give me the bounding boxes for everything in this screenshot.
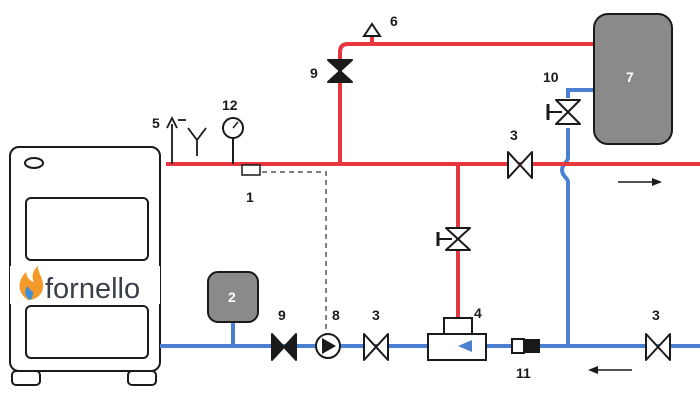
expansion-tank[interactable] <box>207 271 259 323</box>
air-vent-icon[interactable] <box>362 22 382 37</box>
riser-valve[interactable] <box>327 59 353 83</box>
boiler-lower-door[interactable] <box>25 305 149 359</box>
label-pump-valve: 3 <box>372 307 380 323</box>
label-strainer: 11 <box>516 365 531 381</box>
pressure-gauge[interactable] <box>222 117 244 164</box>
label-supply-valve: 3 <box>510 127 518 143</box>
label-return-valve: 3 <box>652 307 660 323</box>
flame-icon <box>19 266 44 300</box>
label-tank-return-valve: 10 <box>543 69 559 85</box>
tank-return-valve[interactable] <box>546 99 581 125</box>
return-riser-pipe <box>559 128 570 346</box>
label-air-vent: 6 <box>390 13 398 29</box>
label-sensor: 1 <box>246 189 254 205</box>
supply-shutoff-valve[interactable] <box>507 151 533 179</box>
flow-arrow-in <box>588 366 632 374</box>
brand-name: fornello <box>45 273 140 305</box>
label-mixing-valve: 4 <box>474 305 482 321</box>
label-pressure-gauge: 12 <box>222 97 238 113</box>
boiler <box>9 146 161 386</box>
boiler-foot-left <box>11 370 41 386</box>
label-pump: 8 <box>332 307 340 323</box>
return-check-valve[interactable] <box>271 333 297 361</box>
boiler-indicator <box>24 157 44 169</box>
strainer[interactable] <box>511 338 540 354</box>
label-riser-valve: 9 <box>310 65 318 81</box>
return-shutoff-valve[interactable] <box>645 333 671 361</box>
circulation-pump[interactable] <box>315 333 341 359</box>
supply-riser-pipe <box>338 42 596 164</box>
label-safety-valve: 5 <box>152 115 160 131</box>
sensor-dashed-line <box>262 171 327 334</box>
bypass-valve[interactable] <box>436 227 471 251</box>
temperature-sensor[interactable] <box>241 164 261 176</box>
boiler-upper-door[interactable] <box>25 197 149 261</box>
safety-valve[interactable] <box>166 115 207 164</box>
buffer-tank[interactable] <box>593 13 673 145</box>
mixing-valve[interactable] <box>427 317 487 361</box>
tank-return-link <box>566 88 594 98</box>
pump-shutoff-valve[interactable] <box>363 333 389 361</box>
flow-arrow-out <box>618 178 662 186</box>
label-check-valve: 9 <box>278 307 286 323</box>
boiler-foot-right <box>127 370 157 386</box>
label-buffer-tank: 7 <box>626 69 634 85</box>
label-expansion-tank: 2 <box>228 289 236 305</box>
